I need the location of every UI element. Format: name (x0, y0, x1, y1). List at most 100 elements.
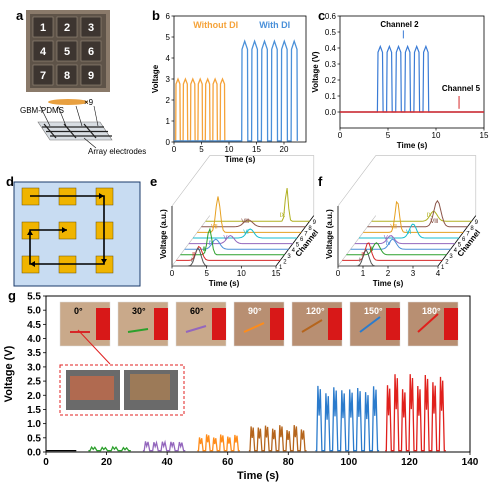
channel-tick-1: 1 (279, 265, 283, 271)
pad-number-5: 5 (64, 46, 70, 58)
sleeve-4 (328, 308, 342, 340)
y-tick-label-b: 3 (166, 75, 171, 84)
pad-number-1: 1 (40, 22, 46, 34)
series-line-g-4 (248, 425, 307, 452)
y-tick-label-c: 0.2 (325, 76, 337, 85)
roman-label-2: Ⅱ (192, 252, 195, 258)
y-tick-label-g: 0.5 (27, 433, 41, 444)
roman-label-8: Ⅷ (430, 219, 438, 225)
channel-axis-panelF (437, 215, 477, 267)
y-tick-label-c: 0.1 (325, 92, 337, 101)
y-tick-label-g: 5.5 (27, 292, 41, 303)
inset-sample-1 (70, 376, 114, 400)
pad-number-2: 2 (64, 22, 70, 34)
x-tick-label-b: 10 (225, 145, 234, 154)
series-line-g-3 (197, 434, 240, 452)
pad-6 (80, 40, 102, 62)
roman-label-4: Ⅳ (209, 241, 215, 247)
roman-label-8: Ⅷ (241, 219, 249, 225)
y-axis-label-b: Voltage (151, 64, 160, 93)
y-tick-label-g: 3.5 (27, 348, 41, 359)
pointer-line (83, 137, 97, 149)
sleeve-6 (444, 308, 458, 340)
x-axis-label-g: Time (s) (237, 470, 279, 482)
pad-7 (32, 64, 54, 86)
panel-label-e: e (150, 174, 157, 189)
x-axis-label-panelF: Time (s) (373, 279, 404, 288)
angle-label-4: 120° (306, 306, 325, 316)
roman-label-4: Ⅳ (386, 241, 392, 247)
series-line-b-1 (174, 39, 298, 142)
channel-tick-4: 4 (454, 248, 458, 254)
sensor-strip-5 (359, 316, 381, 333)
series-line-c-0 (340, 44, 484, 113)
pad-number-4: 4 (40, 46, 47, 58)
x-tick-label-panelE: 5 (204, 269, 209, 278)
sensor-strip-3 (243, 322, 265, 333)
y-tick-label-c: 0.4 (325, 44, 337, 53)
channel-tick-6: 6 (462, 237, 466, 243)
x-tick-label-g: 40 (162, 457, 174, 468)
channel-trace-7 (197, 196, 302, 233)
y-tick-label-c: 0.5 (325, 28, 337, 37)
y-tick-label-g: 5.0 (27, 306, 41, 317)
legend-label-b-1: With DI (259, 20, 290, 30)
channel-trace-6 (359, 223, 459, 239)
channel-tick-5: 5 (296, 243, 300, 249)
channel-trace-2 (342, 242, 443, 261)
trajectory-arrow (62, 227, 67, 233)
x-axis-label-b: Time (s) (225, 155, 256, 164)
trajectory-arrow (99, 193, 104, 199)
roman-label-2: Ⅱ (361, 252, 364, 258)
panel-label-a: a (16, 8, 24, 23)
y-tick-label-c: 0.0 (325, 108, 337, 117)
series-line-g-6 (385, 374, 446, 452)
pad-4 (32, 40, 54, 62)
roman-label-6: Ⅵ (243, 230, 249, 236)
inset-sample-2 (130, 374, 170, 400)
y-tick-label-g: 2.5 (27, 377, 41, 388)
angle-label-6: 180° (422, 306, 441, 316)
channel-tick-6: 6 (300, 237, 304, 243)
pad-8 (56, 64, 78, 86)
angle-label-3: 90° (248, 306, 262, 316)
pad-number-8: 8 (64, 70, 70, 82)
y-axis-label-g: Voltage (V) (3, 345, 15, 402)
channel-trace-6 (193, 228, 297, 239)
series-line-b-0 (174, 77, 226, 142)
pad-2 (56, 16, 78, 38)
sleeve-3 (270, 308, 284, 340)
box-back-panelE (171, 155, 315, 216)
x-tick-label-b: 20 (280, 145, 289, 154)
sensor-strip-1 (127, 328, 149, 333)
pad-number-7: 7 (40, 70, 46, 82)
roman-label-1: Ⅰ (191, 258, 193, 264)
x-tick-label-panelF: 3 (411, 269, 416, 278)
pad-number-6: 6 (88, 46, 94, 58)
sleeve-5 (386, 308, 400, 340)
array-electrode-schematic (37, 105, 113, 149)
pointer-line (39, 105, 51, 127)
channel-trace-4 (184, 238, 289, 250)
x-tick-label-b: 0 (172, 145, 177, 154)
channel-trace-5 (188, 235, 293, 245)
x-tick-label-g: 120 (401, 457, 418, 468)
y-axis-label-panelE: Voltage (a.u.) (159, 209, 168, 259)
roman-label-7: Ⅶ (390, 224, 397, 230)
roman-label-7: Ⅶ (211, 224, 218, 230)
legend-label-b-0: Without DI (193, 20, 238, 30)
pad-5 (56, 40, 78, 62)
sleeve-2 (212, 308, 226, 340)
y-tick-label-b: 2 (166, 96, 171, 105)
channel-trace-2 (176, 245, 281, 261)
channel-trace-3 (346, 242, 447, 256)
x-tick-label-g: 20 (101, 457, 113, 468)
y-axis-label-panelF: Voltage (a.u.) (325, 209, 334, 259)
x-tick-label-c: 10 (432, 131, 441, 140)
channel-tick-3: 3 (449, 254, 453, 260)
box-side-panelF (337, 215, 377, 267)
channel-trace-1 (338, 249, 438, 267)
y-tick-label-g: 1.5 (27, 405, 41, 416)
